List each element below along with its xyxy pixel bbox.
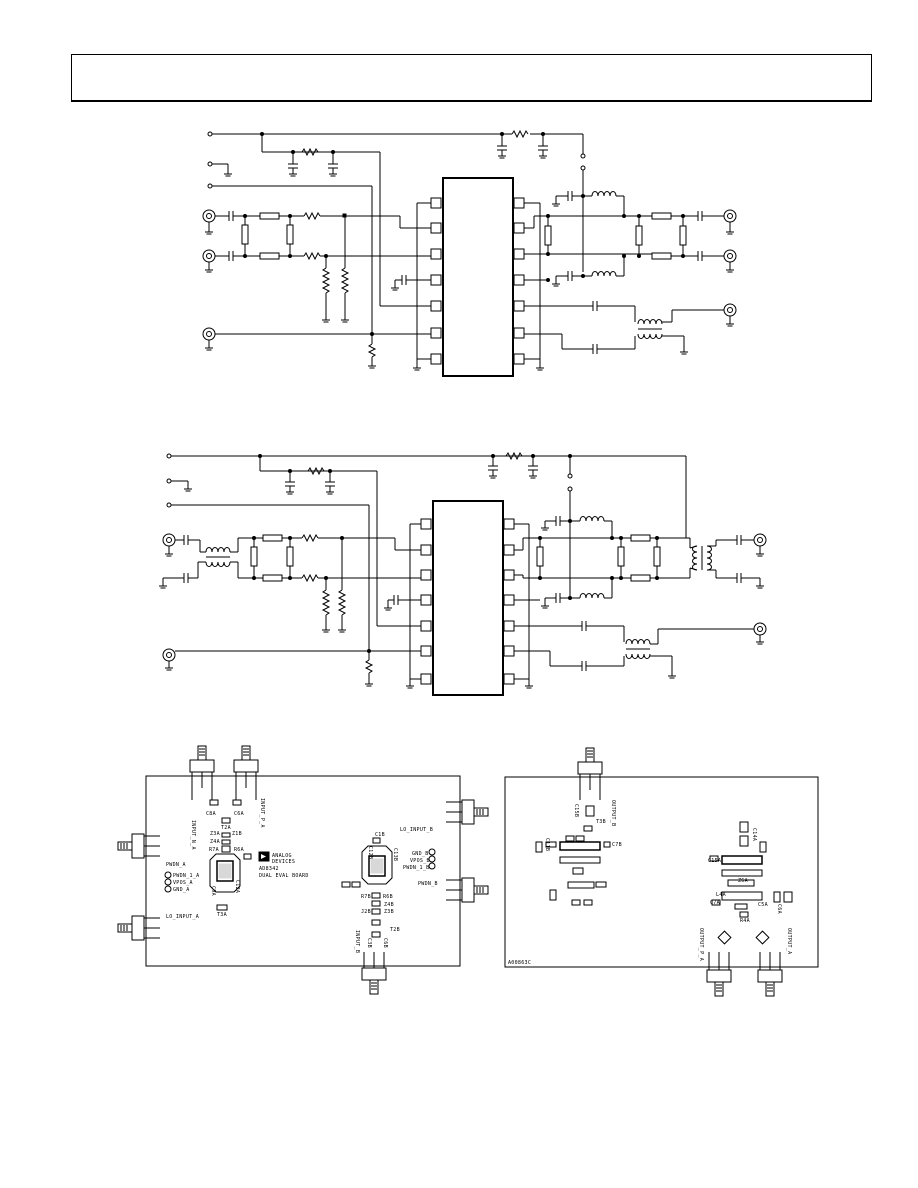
- label-part-number: AD8342: [259, 866, 279, 872]
- label-t2b: T2B: [390, 927, 400, 933]
- label-gnd-b: GND_B: [412, 851, 429, 857]
- schematic-2: [159, 451, 767, 696]
- ic-body-2: [432, 500, 504, 696]
- label-r7b: R7B: [361, 894, 371, 900]
- label-output-b: OUTPUT_B: [610, 800, 616, 826]
- label-z4a: Z4A: [210, 839, 220, 845]
- ic-2-left-pins: [420, 518, 432, 685]
- label-gnd-a: GND_A: [173, 887, 190, 893]
- label-c15b: C15B: [573, 804, 579, 817]
- label-lo-input-b: LO_INPUT_B: [400, 827, 433, 833]
- label-vpos-b: VPOS_B: [410, 858, 430, 864]
- label-brand-devices: DEVICES: [272, 859, 295, 865]
- pcb-right-outline: [504, 776, 819, 968]
- label-brand-analog: ANALOG: [272, 853, 292, 859]
- schematic-1: [202, 129, 737, 377]
- terminal: [207, 131, 213, 137]
- label-c12b: C12B: [367, 846, 373, 859]
- label-c7b: C7B: [612, 842, 622, 848]
- label-pwdn-b: PWDN_B: [418, 881, 438, 887]
- page-header-box: [71, 54, 872, 102]
- label-c7a: C7A: [710, 900, 720, 906]
- label-c15a: C15A: [708, 858, 721, 864]
- label-output-a: OUTPUT_A: [786, 928, 792, 954]
- sma-connector-input-p: [233, 745, 259, 800]
- label-board-code: A00863C: [508, 960, 531, 966]
- pcb-right-labels: OUTPUT_B C15B T3B C11B C7B C14A C15A Z6A…: [508, 800, 792, 966]
- label-input-n-a: INPUT_N_A: [190, 820, 196, 850]
- sma-connector-lo-input-a: [117, 915, 160, 941]
- label-c6a-right: C6A: [776, 904, 782, 914]
- label-pwdn-a: PWDN_A: [166, 862, 186, 868]
- sma-connector-pwdn-a: [117, 833, 160, 859]
- label-z1b: Z1B: [232, 831, 242, 837]
- label-r4a: R4A: [740, 918, 750, 924]
- label-lo-input-a: LO_INPUT_A: [166, 914, 199, 920]
- sma-connector-lo-input-b: [446, 799, 489, 825]
- label-j2b: J2B: [361, 909, 371, 915]
- sma-connector-pwdn-b: [446, 877, 489, 903]
- label-pwdn-1-a: PWDN_1_A: [173, 873, 199, 879]
- label-c11b: C11B: [544, 838, 550, 851]
- sma-connector-input-n: [189, 745, 215, 800]
- label-c13b: C13B: [392, 848, 398, 861]
- sma-connector-input-b: [361, 952, 387, 995]
- label-z3a: Z3A: [210, 831, 220, 837]
- label-c5a: C5A: [758, 902, 768, 908]
- label-pwdn-1-b: PWDN_1_B: [403, 865, 429, 871]
- label-r6b: R6B: [383, 894, 393, 900]
- label-c9a: C9A: [210, 886, 216, 896]
- pcb-left-labels: INPUT_N_A INPUT_P_A C8A C6A T2A Z3A Z1B …: [166, 798, 438, 953]
- label-z6a: Z6A: [738, 878, 748, 884]
- label-c6a: C6A: [234, 811, 244, 817]
- label-board-name: DUAL EVAL BOARD: [259, 873, 309, 879]
- pcb-layout-right: [504, 747, 819, 997]
- label-c3b: C3B: [366, 938, 372, 948]
- label-t2a: T2A: [221, 825, 231, 831]
- label-vpos-a: VPOS_A: [173, 880, 193, 886]
- label-r6a: R6A: [234, 847, 244, 853]
- label-z4b: Z4B: [384, 902, 394, 908]
- label-c14a: C14A: [751, 828, 757, 841]
- label-l4a: L4A: [716, 892, 726, 898]
- label-input-b: INPUT_B: [354, 930, 360, 953]
- label-c8a: C8A: [206, 811, 216, 817]
- ic-1-left-pins: [430, 197, 442, 365]
- label-c6b: C6B: [382, 938, 388, 948]
- pcb-layout-left: [117, 745, 489, 995]
- pcb-left-outline: [145, 775, 461, 967]
- label-c1b: C1B: [375, 832, 385, 838]
- label-r7a: R7A: [209, 847, 219, 853]
- label-c12a: C12A: [234, 880, 240, 893]
- label-t3a: T3A: [217, 912, 227, 918]
- ic-body-1: [442, 177, 514, 377]
- label-output-p-a: OUTPUT_P_A: [698, 928, 704, 961]
- ic-2-right-pins: [503, 518, 515, 685]
- label-t3b: T3B: [596, 819, 606, 825]
- label-input-p-a: INPUT_P_A: [259, 798, 265, 828]
- label-z3b: Z3B: [384, 909, 394, 915]
- ic-1-right-pins: [513, 197, 525, 365]
